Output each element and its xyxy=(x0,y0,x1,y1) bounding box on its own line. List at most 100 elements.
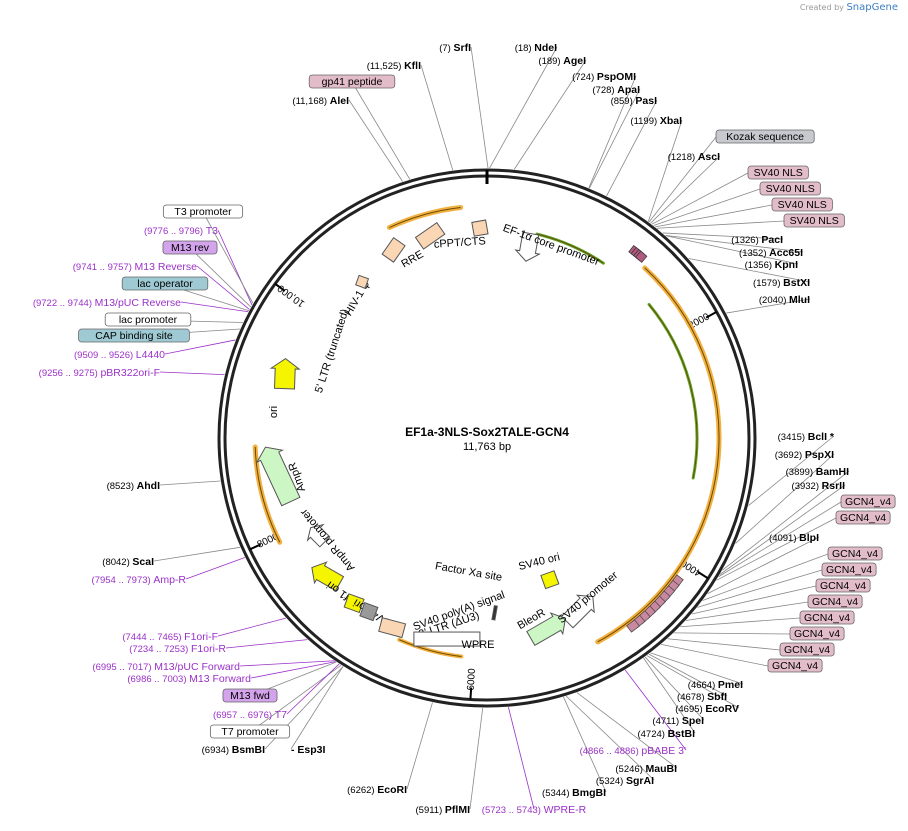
leader-line xyxy=(202,211,254,304)
tick-mark xyxy=(249,543,262,551)
primer-l4440: (9509 .. 9526) L4440 xyxy=(74,349,165,361)
leader-line xyxy=(420,64,454,171)
leader-line xyxy=(576,692,678,769)
ampr-orange-arc-line xyxy=(254,446,281,543)
label-box-kozak-sequence xyxy=(715,129,815,144)
leader-line xyxy=(508,707,535,810)
leader-line xyxy=(153,546,241,562)
tick-label: 10,000 xyxy=(275,282,307,309)
leader-line xyxy=(685,601,809,621)
label-box-t3-promoter xyxy=(162,204,244,219)
label-box-gcn4-v4 xyxy=(821,562,877,577)
label-gcn4-v4: GCN4_v4 xyxy=(840,512,886,524)
enzyme-ahdi: (8523) AhdI xyxy=(107,480,161,492)
enzyme-ecori: (6262) EcoRI xyxy=(347,784,407,796)
feature-cppt-cts xyxy=(471,219,489,237)
leader-line xyxy=(196,265,250,310)
leader-line xyxy=(647,119,683,222)
label-sv40-nls: SV40 NLS xyxy=(766,183,815,195)
label-box-gcn4-v4 xyxy=(767,658,823,673)
label-lac-promoter: lac promoter xyxy=(119,314,178,326)
plasmid-name: EF1a-3NLS-Sox2TALE-GCN4 xyxy=(405,425,569,439)
enzyme-alei: (11,168) AleI xyxy=(292,95,349,107)
label-gcn4-v4: GCN4_v4 xyxy=(845,496,891,508)
leader-line xyxy=(470,46,489,169)
leader-line xyxy=(406,702,433,790)
label-gcn4-v4: GCN4_v4 xyxy=(832,548,878,560)
primer-t7: (6957 .. 6976) T7 xyxy=(213,709,287,721)
feature-f1-ori xyxy=(311,561,345,592)
leader-line xyxy=(164,339,236,355)
label-box-gcn4-v4 xyxy=(835,510,891,525)
feature-factor-xa-site xyxy=(491,605,498,621)
label-gcn4-v4: GCN4_v4 xyxy=(804,612,850,624)
leader-line xyxy=(653,188,761,226)
leader-line xyxy=(673,632,791,635)
leader-line xyxy=(250,661,336,679)
leader-line xyxy=(722,470,850,571)
label-m13-fwd: M13 fwd xyxy=(230,690,270,702)
label-box-sv40-nls xyxy=(759,181,821,196)
leader-line xyxy=(217,229,253,306)
enzyme-rsrii: (3932) RsrII xyxy=(792,480,846,492)
leader-line xyxy=(563,696,607,793)
leader-line xyxy=(159,480,221,486)
ef1a-promoter-arc-line xyxy=(536,233,604,264)
feature-label-ori: ori xyxy=(268,406,280,418)
leader-line xyxy=(650,155,721,224)
feature-label-ef-1-core-promoter: EF-1α core promoter xyxy=(501,222,601,268)
enzyme-asci: (1218) AscI xyxy=(668,151,720,163)
enzyme-paci: (1326) PacI xyxy=(731,234,783,246)
primer-f1ori-r: (7234 .. 7253) F1ori-R xyxy=(129,643,226,655)
leader-line xyxy=(665,235,804,253)
feature-wpre xyxy=(413,631,481,647)
feature-label-5-ltr-truncated: 5' LTR (truncated) xyxy=(313,308,351,395)
leader-line xyxy=(735,453,835,544)
label-gcn4-v4: GCN4_v4 xyxy=(820,580,866,592)
primer-f1ori-f: (7444 .. 7465) F1ori-F xyxy=(122,631,218,643)
label-t3-promoter: T3 promoter xyxy=(174,206,232,218)
label-cap-binding-site: CAP binding site xyxy=(95,330,173,342)
leader-line xyxy=(489,46,558,169)
leader-line xyxy=(748,435,835,506)
enzyme-acc65i: (1352) Acc65I xyxy=(739,247,803,259)
leader-line xyxy=(644,656,705,721)
label-box-sv40-nls xyxy=(747,165,809,180)
leader-line xyxy=(697,569,823,608)
tick-mark xyxy=(469,687,473,700)
label-box-lac-operator xyxy=(121,276,209,291)
leader-line xyxy=(656,220,785,229)
enzyme-esp3i: - Esp3I xyxy=(291,744,326,756)
leader-line xyxy=(716,517,837,581)
enzyme-apai: (728) ApaI xyxy=(592,84,640,96)
feature-ef-1-core-promoter xyxy=(514,231,541,262)
enzyme-ndei: (18) NdeI xyxy=(515,42,557,54)
leader-line xyxy=(225,639,308,649)
feature-ampr xyxy=(255,446,301,507)
leader-line xyxy=(651,172,749,225)
feature-bleor xyxy=(526,612,567,647)
enzyme-bstbi: (4724) BstBI xyxy=(637,728,695,740)
tick-mark xyxy=(697,571,709,580)
leader-line xyxy=(189,247,252,308)
enzyme-sgrai: (5324) SgrAI xyxy=(596,775,654,787)
leader-line xyxy=(286,663,340,715)
feature-sv40-ori xyxy=(540,570,560,590)
leader-line xyxy=(655,204,773,228)
label-sv40-nls: SV40 NLS xyxy=(754,167,803,179)
leader-line xyxy=(648,653,728,697)
tick-mark xyxy=(274,283,286,292)
leader-line xyxy=(665,235,799,265)
leader-line xyxy=(707,536,820,595)
label-box-gp41-peptide xyxy=(308,74,396,89)
leader-line xyxy=(650,652,744,685)
feature-rre xyxy=(414,221,446,250)
enzyme-bsmbi: (6934) BsmBI xyxy=(202,744,265,756)
enzyme-kfli: (11,525) KflI xyxy=(367,60,421,72)
primer-t3: (9776 .. 9796) T3 xyxy=(144,225,218,237)
feature-ori xyxy=(269,358,301,390)
label-box-sv40-nls xyxy=(783,213,845,228)
feature-label-ampr-promoter: AmpR promoter xyxy=(298,506,357,573)
label-kozak-sequence: Kozak sequence xyxy=(726,131,804,143)
